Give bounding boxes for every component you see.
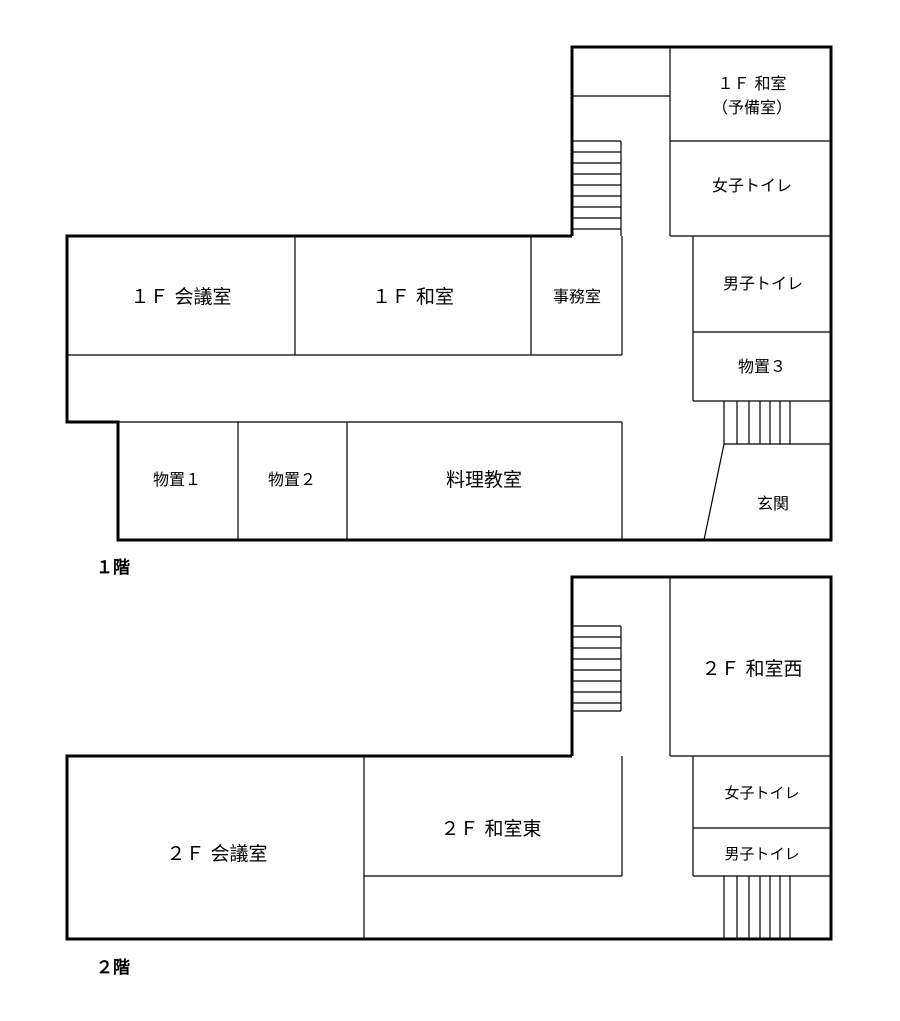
room-storage2-label: 物置２ — [268, 470, 316, 489]
room-office-label: 事務室 — [553, 287, 601, 306]
room-washitsu-west-label: ２Ｆ 和室西 — [701, 658, 802, 680]
floor-1-caption: １階 — [96, 558, 130, 578]
floor-1-entrance-stairs — [723, 401, 791, 444]
room-mens-toilet-2f-label: 男子トイレ — [724, 845, 799, 863]
floor-2-caption: ２階 — [96, 958, 130, 978]
floor-1-staircase — [572, 140, 622, 236]
floor-2-plan: ２Ｆ 和室西 女子トイレ 男子トイレ ２Ｆ 和室東 ２Ｆ 会議室 — [65, 575, 833, 941]
room-entrance-label: 玄関 — [757, 494, 789, 513]
room-washitsu-1f-label: １Ｆ 和室 — [372, 286, 454, 308]
room-washitsu-yobi-label: １Ｆ 和室 — [717, 74, 786, 93]
room-conference-1f-label: １Ｆ 会議室 — [130, 286, 231, 308]
room-washitsu-east-label: ２Ｆ 和室東 — [440, 818, 541, 840]
room-womens-toilet-label: 女子トイレ — [712, 176, 792, 195]
room-storage3-label: 物置３ — [738, 357, 786, 376]
floor-1-plan: １Ｆ 和室 （予備室） 女子トイレ 男子トイレ 物置３ １Ｆ 会議室 １Ｆ 和室… — [65, 45, 833, 542]
floor-1-outer-wall — [65, 45, 833, 542]
room-cooking-label: 料理教室 — [446, 469, 522, 491]
floor-2-outer-wall — [65, 575, 833, 941]
room-conference-2f-label: ２Ｆ 会議室 — [166, 843, 267, 865]
room-mens-toilet-label: 男子トイレ — [723, 274, 803, 293]
floor-2-side-stairs — [723, 876, 791, 939]
floor-2-staircase — [572, 625, 622, 712]
room-washitsu-yobi-sub-label: （予備室） — [712, 98, 792, 117]
room-storage1-label: 物置１ — [153, 470, 201, 489]
room-womens-toilet-2f-label: 女子トイレ — [724, 784, 799, 802]
